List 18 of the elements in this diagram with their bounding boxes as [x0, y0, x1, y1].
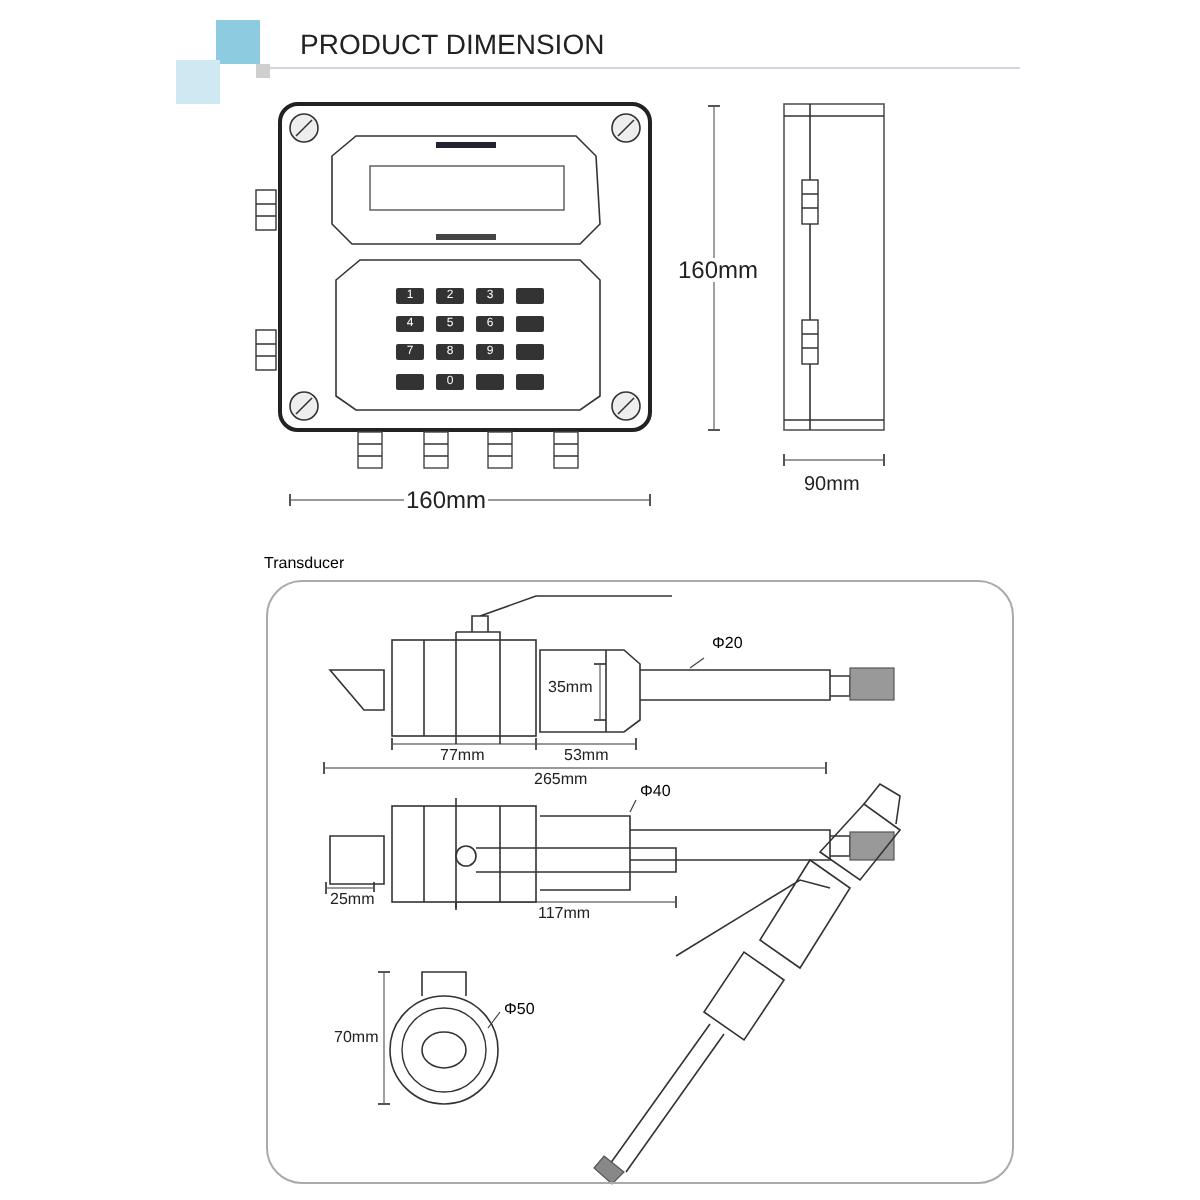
dimension-label: 90mm	[802, 476, 862, 496]
leader-line	[487, 1011, 501, 1029]
dimension-label: 265mm	[532, 772, 590, 788]
dimension-label: 25mm	[328, 892, 377, 908]
leader-line	[629, 799, 637, 813]
diameter-label: Φ40	[640, 784, 671, 800]
dimension-label: 160mm	[404, 488, 489, 512]
panel-heading: Transducer	[264, 556, 345, 572]
leader-line	[689, 657, 705, 669]
diameter-label: Φ20	[712, 636, 743, 652]
dimension-label: 77mm	[438, 748, 487, 764]
dimension-label: 160mm	[676, 258, 761, 282]
dimension-label: 35mm	[546, 680, 595, 696]
diameter-label: Φ50	[504, 1002, 535, 1018]
dimension-label: 53mm	[562, 748, 611, 764]
dimension-label: 117mm	[536, 906, 593, 922]
page-title: PRODUCT DIMENSION	[300, 30, 605, 58]
dimension-label: 70mm	[332, 1030, 381, 1046]
